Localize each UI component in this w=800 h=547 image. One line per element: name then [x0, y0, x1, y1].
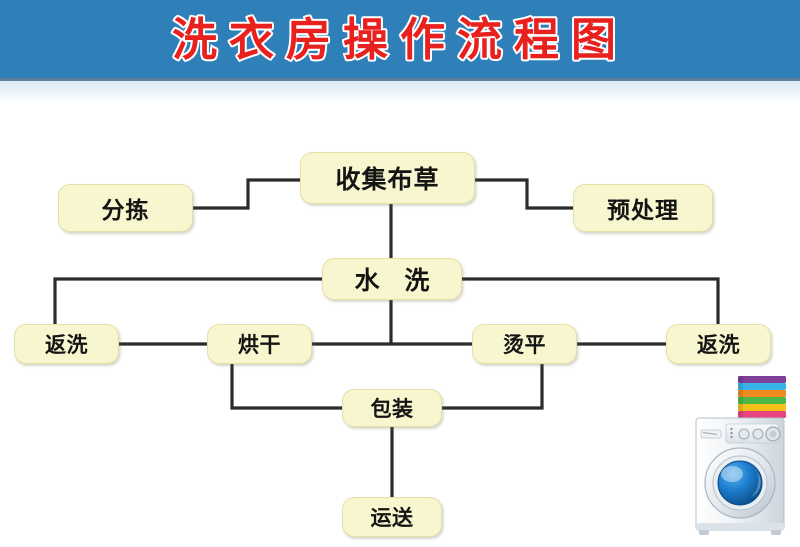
node-rewash-left[interactable]: 返洗: [14, 324, 119, 364]
edge-iron-pack: [442, 364, 544, 410]
indicator-light: [730, 431, 733, 435]
washing-machine-illustration: [695, 376, 786, 535]
washer-door-glass: [717, 460, 763, 506]
door-glass-sheen: [751, 470, 761, 497]
node-rewash-right[interactable]: 返洗: [666, 324, 771, 364]
washer-foot: [771, 530, 781, 535]
node-sort[interactable]: 分拣: [58, 184, 193, 232]
edge-dry-pack: [230, 364, 342, 410]
header-gradient-fade: [0, 81, 800, 103]
edge-collect-pretreat: [475, 178, 573, 210]
node-ironing[interactable]: 烫平: [472, 324, 577, 364]
washer-knob: [752, 428, 764, 440]
node-water-wash[interactable]: 水 洗: [322, 258, 462, 300]
folded-towels-stack: [738, 376, 786, 418]
indicator-light: [730, 427, 733, 431]
header-banner: [0, 0, 800, 78]
washer-foot: [699, 530, 709, 535]
indicator-light: [730, 435, 733, 439]
washer-knob: [738, 428, 750, 440]
edge-wash-rewash-right: [462, 277, 720, 324]
node-pretreatment[interactable]: 预处理: [573, 184, 713, 232]
page-title: 洗衣房操作流程图: [170, 12, 628, 68]
edge-sort-collect: [193, 178, 300, 210]
node-delivery[interactable]: 运送: [342, 497, 442, 537]
node-collect-linen[interactable]: 收集布草: [300, 152, 475, 204]
node-packaging[interactable]: 包装: [342, 389, 442, 427]
node-drying[interactable]: 烘干: [207, 324, 312, 364]
washer-plinth: [696, 523, 784, 530]
header-divider: [0, 78, 800, 81]
edge-wash-rewash-left: [53, 277, 322, 324]
door-glass-highlight: [721, 466, 743, 482]
